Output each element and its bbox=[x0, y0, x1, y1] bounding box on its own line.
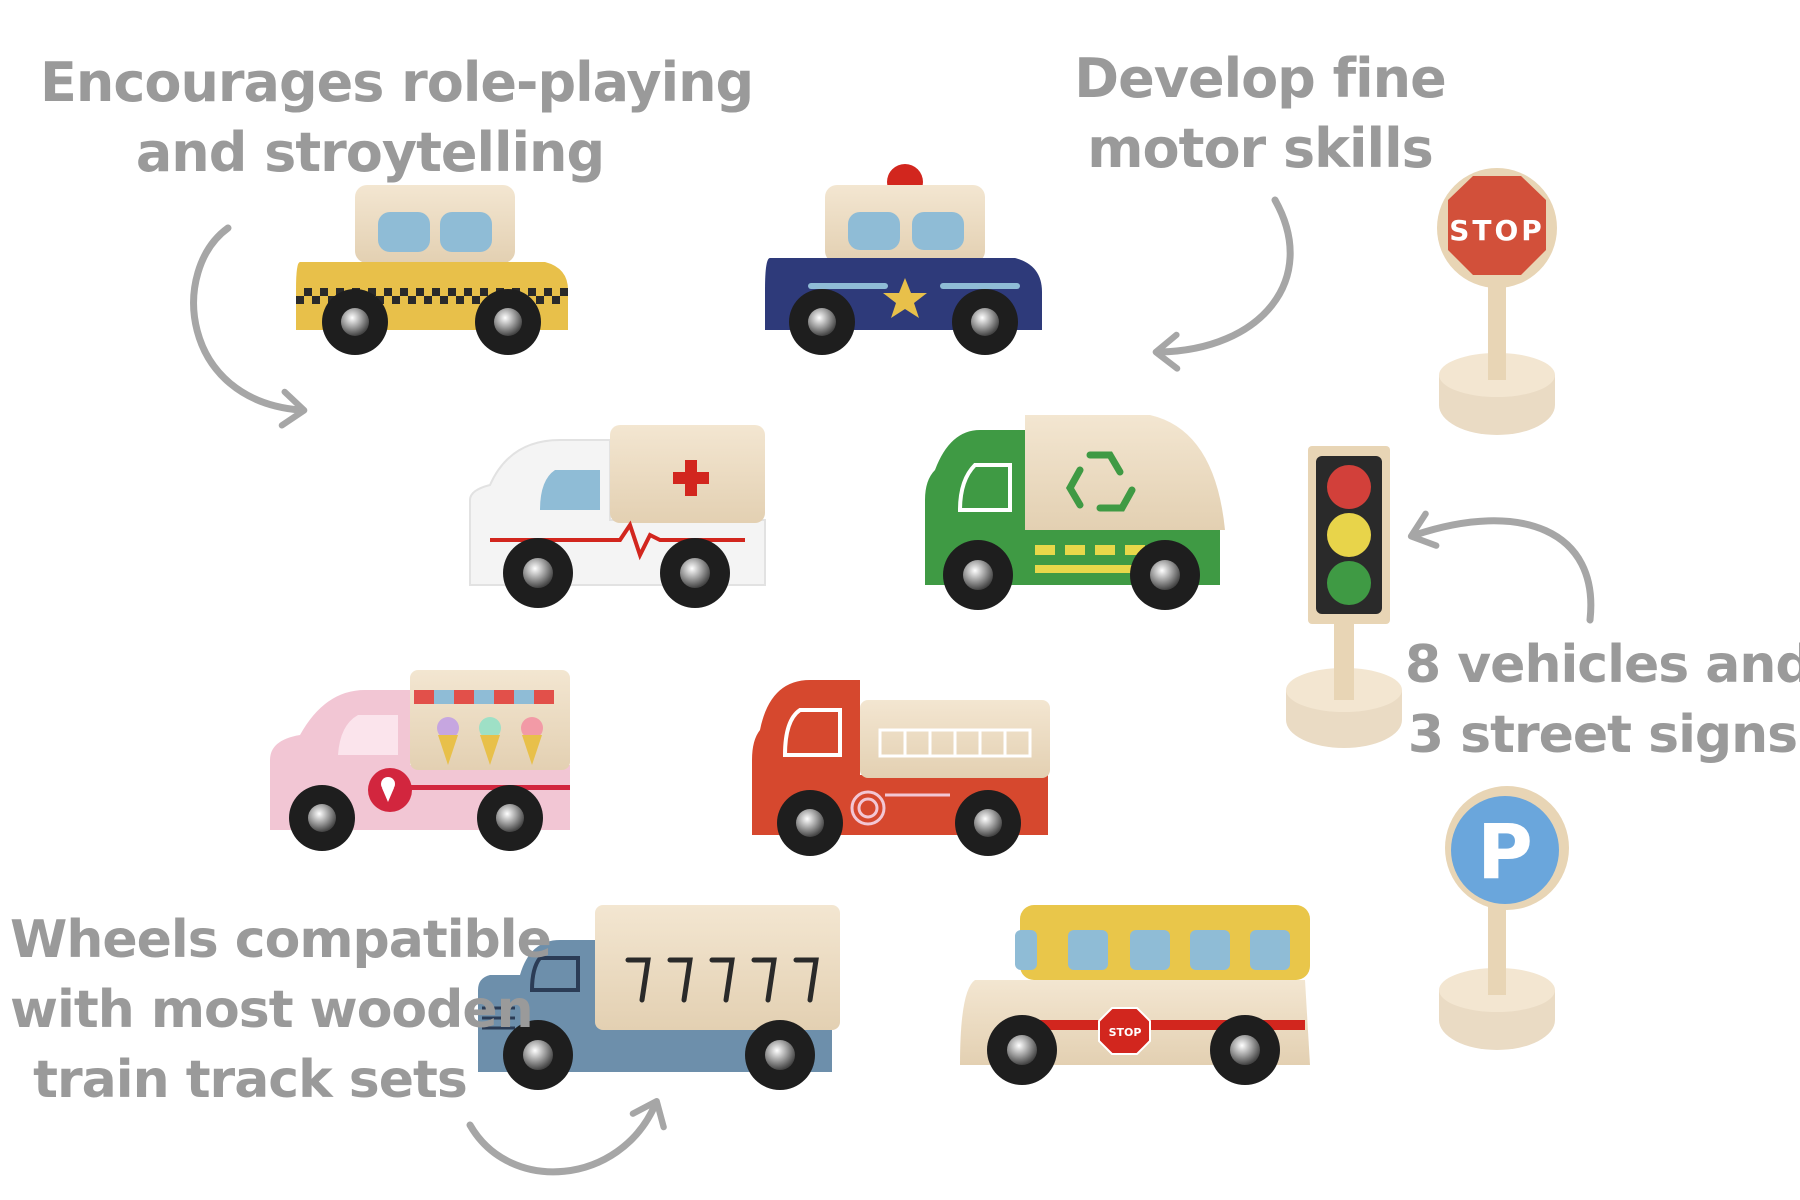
caption-line: Develop fine bbox=[1074, 47, 1446, 110]
ice-cream-truck-toy bbox=[270, 670, 570, 851]
bus-stop-decal-text: STOP bbox=[1109, 1026, 1142, 1039]
recycle-icon bbox=[1065, 451, 1136, 512]
caption-line: 3 street signs bbox=[1407, 705, 1798, 765]
caption-line: 8 vehicles and bbox=[1405, 635, 1800, 695]
school-bus-toy: STOP bbox=[960, 905, 1310, 1085]
awning-stripes bbox=[414, 690, 554, 704]
arrow-to-police bbox=[1152, 196, 1294, 372]
ambulance-toy bbox=[469, 425, 766, 608]
hose-swirl bbox=[850, 790, 950, 826]
ladder-graphic bbox=[878, 728, 1032, 758]
stop-sign-toy: STOP bbox=[1437, 168, 1557, 435]
cargo-stripes bbox=[625, 957, 819, 1003]
caption-motor-skills: Develop fine motor skills bbox=[1060, 44, 1460, 184]
police-car-toy bbox=[765, 164, 1042, 355]
parking-sign-text: P bbox=[1477, 807, 1533, 896]
caption-line: with most wooden bbox=[10, 980, 534, 1040]
fire-truck-toy bbox=[752, 680, 1050, 856]
caption-role-playing: Encourages role-playing and stroytelling bbox=[40, 48, 754, 188]
bus-stop-decal bbox=[1098, 1007, 1151, 1055]
caption-wheels-compatible: Wheels compatible with most wooden train… bbox=[10, 905, 552, 1115]
caption-line: Wheels compatible bbox=[10, 910, 552, 970]
arrow-to-traffic-light bbox=[1407, 510, 1595, 624]
caption-line: Encourages role-playing bbox=[40, 51, 754, 114]
parking-sign-toy: P bbox=[1439, 786, 1569, 1050]
ice-cream-cones bbox=[437, 717, 543, 765]
stop-sign-text: STOP bbox=[1449, 214, 1545, 247]
caption-line: train track sets bbox=[33, 1050, 468, 1110]
recycling-truck-toy bbox=[925, 415, 1225, 610]
caption-line: motor skills bbox=[1087, 117, 1433, 180]
delivery-truck-toy bbox=[478, 905, 840, 1090]
caption-vehicles-count: 8 vehicles and 3 street signs bbox=[1405, 630, 1800, 770]
traffic-light-toy bbox=[1286, 446, 1402, 748]
caption-line: and stroytelling bbox=[135, 121, 605, 184]
arrow-to-delivery-truck bbox=[466, 1098, 667, 1176]
arrow-to-taxi bbox=[190, 224, 308, 429]
taxi-toy bbox=[296, 185, 568, 355]
